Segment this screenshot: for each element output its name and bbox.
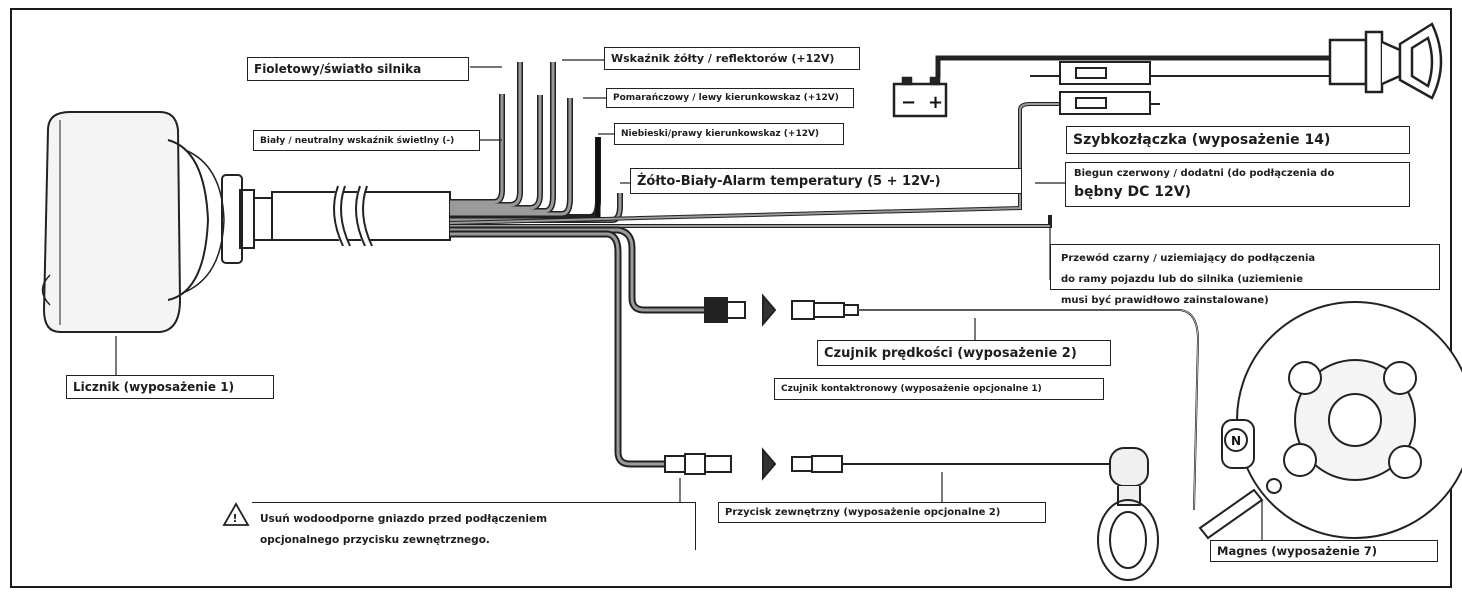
warning-mark: ! xyxy=(233,512,238,525)
label-usun: Usuń wodoodporne gniazdo przed podłączen… xyxy=(252,502,696,550)
power-wires xyxy=(449,102,1060,228)
label-wskaznik-zolty: Wskaźnik żółty / reflektorów (+12V) xyxy=(604,47,860,70)
speedometer-device xyxy=(41,111,273,333)
battery-icon xyxy=(892,55,1330,118)
cable-trunk xyxy=(271,185,451,247)
speed-connector-pair xyxy=(704,293,1200,511)
label-przycisk: Przycisk zewnętrzny (wyposażenie opcjona… xyxy=(718,502,1046,523)
label-biegun: Biegun czerwony / dodatni (do podłączeni… xyxy=(1065,162,1410,207)
button-connector-pair xyxy=(664,447,1110,481)
battery-minus: − xyxy=(901,92,916,113)
label-usun-line1: Usuń wodoodporne gniazdo przed podłączen… xyxy=(260,513,548,525)
brake-disc xyxy=(1236,301,1462,539)
label-pomaranczowy: Pomarańczowy / lewy kierunkowskaz (+12V) xyxy=(606,88,854,108)
label-licznik: Licznik (wyposażenie 1) xyxy=(66,375,274,399)
warning-triangle-icon: ! xyxy=(222,502,250,526)
label-zolto-bialy: Żółto-Biały-Alarm temperatury (5 + 12V-) xyxy=(630,168,1022,194)
label-magnes: Magnes (wyposażenie 7) xyxy=(1210,540,1438,562)
label-szybkozlaczka: Szybkozłączka (wyposażenie 14) xyxy=(1066,126,1410,154)
sensor-wires xyxy=(450,226,705,468)
label-przewod-line1: Przewód czarny / uziemiający do podłącze… xyxy=(1061,253,1316,264)
diagram-frame xyxy=(10,8,1452,588)
battery-plus: + xyxy=(928,92,943,113)
label-przewod: Przewód czarny / uziemiający do podłącze… xyxy=(1050,244,1440,306)
label-biegun-line1: Biegun czerwony / dodatni (do podłączeni… xyxy=(1074,168,1335,179)
label-bialy: Biały / neutralny wskaźnik świetlny (-) xyxy=(253,130,480,151)
external-button-device xyxy=(1097,447,1159,581)
label-fioletowy: Fioletowy/światło silnika xyxy=(247,57,469,81)
magnet-sensor xyxy=(1198,419,1282,540)
wire-bundle-top xyxy=(450,62,623,223)
label-przewod-line2: do ramy pojazdu lub do silnika (uziemien… xyxy=(1061,274,1304,285)
key-switch-icon xyxy=(1090,22,1443,100)
label-biegun-line2: bębny DC 12V) xyxy=(1074,184,1191,200)
label-czujnik-predkosci: Czujnik prędkości (wyposażenie 2) xyxy=(817,340,1111,366)
quick-connector xyxy=(1030,61,1160,115)
label-przewod-line3: musi być prawidłowo zainstalowane) xyxy=(1061,295,1269,306)
label-usun-line2: opcjonalnego przycisku zewnętrznego. xyxy=(260,534,490,546)
neutral-symbol: N xyxy=(1231,434,1241,448)
label-czujnik-kontaktronowy: Czujnik kontaktronowy (wyposażenie opcjo… xyxy=(774,378,1104,400)
label-niebieski: Niebieski/prawy kierunkowskaz (+12V) xyxy=(614,123,844,145)
